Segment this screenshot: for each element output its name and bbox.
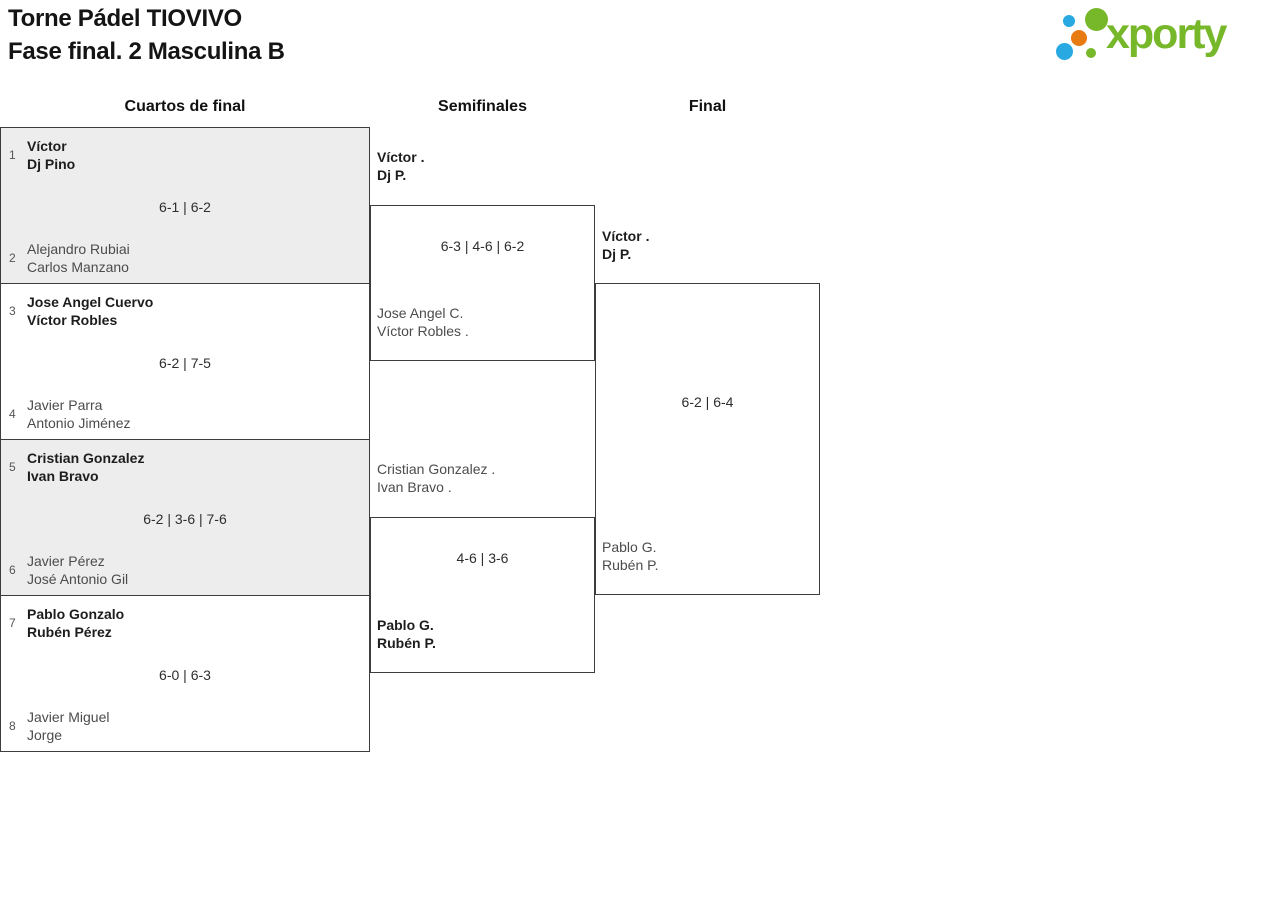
logo-dot-green-large-icon [1085,8,1108,31]
team-pair: Víctor Dj Pino [27,137,75,173]
semifinal-1-score: 6-3 | 4-6 | 6-2 [440,238,525,254]
semifinal-2-bottom-team: Pablo G. Rubén P. [377,616,436,652]
seed-number: 3 [9,304,16,318]
team-pair: Cristian Gonzalez Ivan Bravo [27,449,144,485]
seed-number: 4 [9,407,16,421]
player-name: Jorge [27,727,63,743]
player-name: Dj P. [602,246,632,262]
player-name: Víctor . [377,149,425,165]
phase-name: Fase final. 2 Masculina B [8,38,285,65]
player-name: Ivan Bravo [27,468,99,484]
logo-dot-blue-small-icon [1063,15,1075,27]
player-name: Rubén P. [602,557,659,573]
seed-number: 7 [9,616,16,630]
player-name: Antonio Jiménez [27,415,131,431]
match-semifinal-2[interactable] [370,517,595,673]
semifinal-1-bottom-team: Jose Angel C. Víctor Robles . [377,304,469,340]
match-quarterfinal-1[interactable]: 1 Víctor Dj Pino 6-1 | 6-2 2 Alejandro R… [0,127,370,284]
player-name: Víctor Robles . [377,323,469,339]
player-name: Jose Angel C. [377,305,464,321]
player-name: Javier Parra [27,397,103,413]
seed-number: 1 [9,148,16,162]
team-pair: Javier Pérez José Antonio Gil [27,552,128,588]
seed-number: 8 [9,719,16,733]
player-name: Pablo Gonzalo [27,606,125,622]
logo-dot-blue-large-icon [1056,43,1073,60]
player-name: Pablo G. [377,617,434,633]
semifinal-2-top-team: Cristian Gonzalez . Ivan Bravo . [377,460,495,496]
seed-number: 2 [9,251,16,265]
round-header-final: Final [688,98,727,115]
player-name: Jose Angel Cuervo [27,294,154,310]
round-header-semifinals: Semifinales [438,98,527,115]
player-name: Cristian Gonzalez [27,450,145,466]
player-name: Rubén P. [377,635,436,651]
player-name: Carlos Manzano [27,259,129,275]
match-quarterfinal-2[interactable]: 3 Jose Angel Cuervo Víctor Robles 6-2 | … [0,283,370,440]
match-score: 6-1 | 6-2 [159,199,211,215]
final-top-team: Víctor . Dj P. [602,227,649,263]
page-title: Torne Pádel TIOVIVO Fase final. 2 Mascul… [8,2,285,68]
logo-wordmark: xporty [1106,10,1227,58]
player-name: Víctor [27,138,67,154]
seed-number: 6 [9,563,16,577]
player-name: Dj P. [377,167,407,183]
seed-number: 5 [9,460,16,474]
xporty-logo[interactable] [1050,0,1280,72]
match-score: 6-2 | 7-5 [159,355,211,371]
player-name: Dj Pino [27,156,76,172]
team-pair: Javier Parra Antonio Jiménez [27,396,131,432]
player-name: Víctor Robles [27,312,118,328]
semifinal-2-score: 4-6 | 3-6 [456,550,509,566]
final-bottom-team: Pablo G. Rubén P. [602,538,659,574]
match-semifinal-1[interactable] [370,205,595,361]
player-name: Javier Pérez [27,553,105,569]
tournament-name: Torne Pádel TIOVIVO [8,5,242,32]
player-name: Alejandro Rubiai [27,241,130,257]
player-name: Víctor . [602,228,650,244]
team-pair: Alejandro Rubiai Carlos Manzano [27,240,130,276]
team-pair: Pablo Gonzalo Rubén Pérez [27,605,124,641]
player-name: Ivan Bravo . [377,479,452,495]
match-score: 6-0 | 6-3 [159,667,211,683]
round-header-quarterfinals: Cuartos de final [124,98,246,115]
match-final[interactable] [595,283,820,595]
logo-dot-orange-icon [1071,30,1087,46]
player-name: Cristian Gonzalez . [377,461,496,477]
team-pair: Javier Miguel Jorge [27,708,109,744]
logo-dot-green-small-icon [1086,48,1096,58]
player-name: Javier Miguel [27,709,110,725]
team-pair: Jose Angel Cuervo Víctor Robles [27,293,153,329]
final-score: 6-2 | 6-4 [681,394,734,410]
player-name: Rubén Pérez [27,624,112,640]
player-name: Pablo G. [602,539,657,555]
semifinal-1-top-team: Víctor . Dj P. [377,148,424,184]
match-quarterfinal-4[interactable]: 7 Pablo Gonzalo Rubén Pérez 6-0 | 6-3 8 … [0,595,370,752]
player-name: José Antonio Gil [27,571,129,587]
match-score: 6-2 | 3-6 | 7-6 [143,511,227,527]
match-quarterfinal-3[interactable]: 5 Cristian Gonzalez Ivan Bravo 6-2 | 3-6… [0,439,370,596]
